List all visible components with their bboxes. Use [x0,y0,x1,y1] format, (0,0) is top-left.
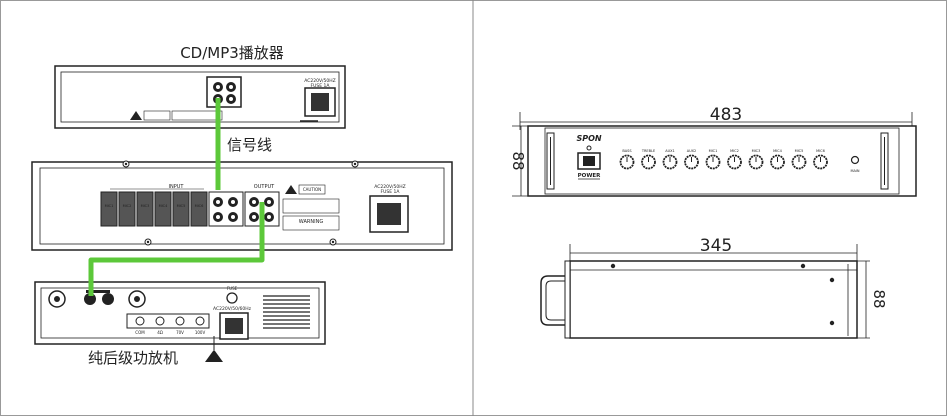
knob-label: AUX1 [665,149,675,153]
knob-bass[interactable]: BASS [619,149,635,170]
amp-speaker-label-70v: 70V [176,330,184,335]
mic-label-4: MIC4 [159,204,168,208]
knob-label: MIC5 [795,149,804,153]
speaker-icon [205,351,223,362]
signal-cables [88,98,265,296]
knob-label: BASS [622,149,632,153]
cd-power-text-2: FUSE 1A [311,83,331,89]
mixer-caution-icon [285,185,297,194]
front-width-value: 483 [710,105,742,125]
power-amp-device: COM 4Ω 70V 100V FUSE AC220V/50/60Hz [34,281,326,362]
knob-label: MIC2 [730,149,739,153]
mic-label-5: MIC5 [177,204,186,208]
knob-mic2[interactable]: MIC2 [727,149,742,170]
amp-speaker-label-com: COM [135,330,145,335]
mic-label-3: MIC3 [141,204,150,208]
knob-label: MIC4 [773,149,782,153]
knob-treble[interactable]: TREBLE [641,149,656,170]
knob-mic1[interactable]: MIC1 [705,149,721,170]
mic-label-2: MIC2 [123,204,132,208]
amp-speaker-terminals [126,313,210,329]
front-panel-device: SPON POWER BASS TREBLE AUX1 AUX2 MIC1 MIC2 MIC… [527,125,917,197]
front-height-dimension [512,125,530,197]
side-depth-value: 345 [700,236,732,256]
power-amp-label: 纯后级功放机 [88,349,178,367]
rack-handle-left [546,132,555,190]
knob-aux1[interactable]: AUX1 [662,149,678,170]
main-label: MAIN [850,169,859,173]
amp-power-text: AC220V/50/60Hz [213,306,252,312]
mixer-mic-inputs: MIC1 MIC2 MIC3 MIC4 MIC5 MIC6 [100,191,208,227]
main-indicator [850,155,860,165]
knob-mic5[interactable]: MIC5 [791,149,807,170]
knob-mic4[interactable]: MIC4 [770,149,785,170]
mixer-rca-inputs [208,191,244,227]
knob-mic3[interactable]: MIC3 [748,149,764,170]
cd-rca-jack-panel [206,76,242,108]
side-height-value: 88 [870,289,888,308]
knob-label: MIC6 [816,149,825,153]
knob-label: MIC3 [752,149,761,153]
mixer-input-label: INPUT [169,184,185,190]
knob-mic6[interactable]: MIC6 [813,149,828,170]
knob-label: TREBLE [641,149,655,153]
side-handle [540,275,565,326]
amp-fuse-holder [226,292,238,304]
mixer-device: INPUT MIC1 MIC2 MIC3 MIC4 MIC5 MIC6 [31,160,453,251]
signal-cable-label: 信号线 [227,136,272,154]
amp-speaker-label-100v: 100V [195,330,206,335]
cd-player-label: CD/MP3播放器 [180,44,284,62]
knob-label: AUX2 [687,149,697,153]
front-height-value: 88 [509,151,527,170]
knob-label: MIC1 [709,149,718,153]
cd-player-device: AC220V/50HZ FUSE 1A [54,65,346,129]
mixer-warning-text: WARNING [299,219,324,225]
mixer-caution-text: CAUTION [303,187,321,192]
power-label: POWER [578,173,602,179]
side-depth-dimension [569,244,858,262]
cable-mixer-to-amp [88,202,265,296]
front-knobs: BASS TREBLE AUX1 AUX2 MIC1 MIC2 MIC3 MIC4 MIC5 MI… [619,149,828,170]
mixer-power-text-1: AC220V/50HZ [374,184,406,190]
knob-aux2[interactable]: AUX2 [684,149,699,170]
mixer-power-text-2: FUSE 1A [381,189,401,195]
rack-handle-right [880,132,889,190]
amp-vent-grille [263,295,310,329]
amp-speaker-label-4ohm: 4Ω [157,330,163,335]
mic-label-1: MIC1 [105,204,114,208]
side-view-device [540,260,858,339]
amp-fuse-label: FUSE [227,286,238,291]
cd-power-text-1: AC220V/50HZ [304,78,336,84]
mic-label-6: MIC6 [195,204,204,208]
brand-logo: SPON [576,134,601,143]
cd-caution-icon [130,111,142,120]
left-panel: CD/MP3播放器 AC220V/50HZ FUSE 1A 信号线 [31,44,453,367]
mixer-output-label: OUTPUT [254,184,275,190]
